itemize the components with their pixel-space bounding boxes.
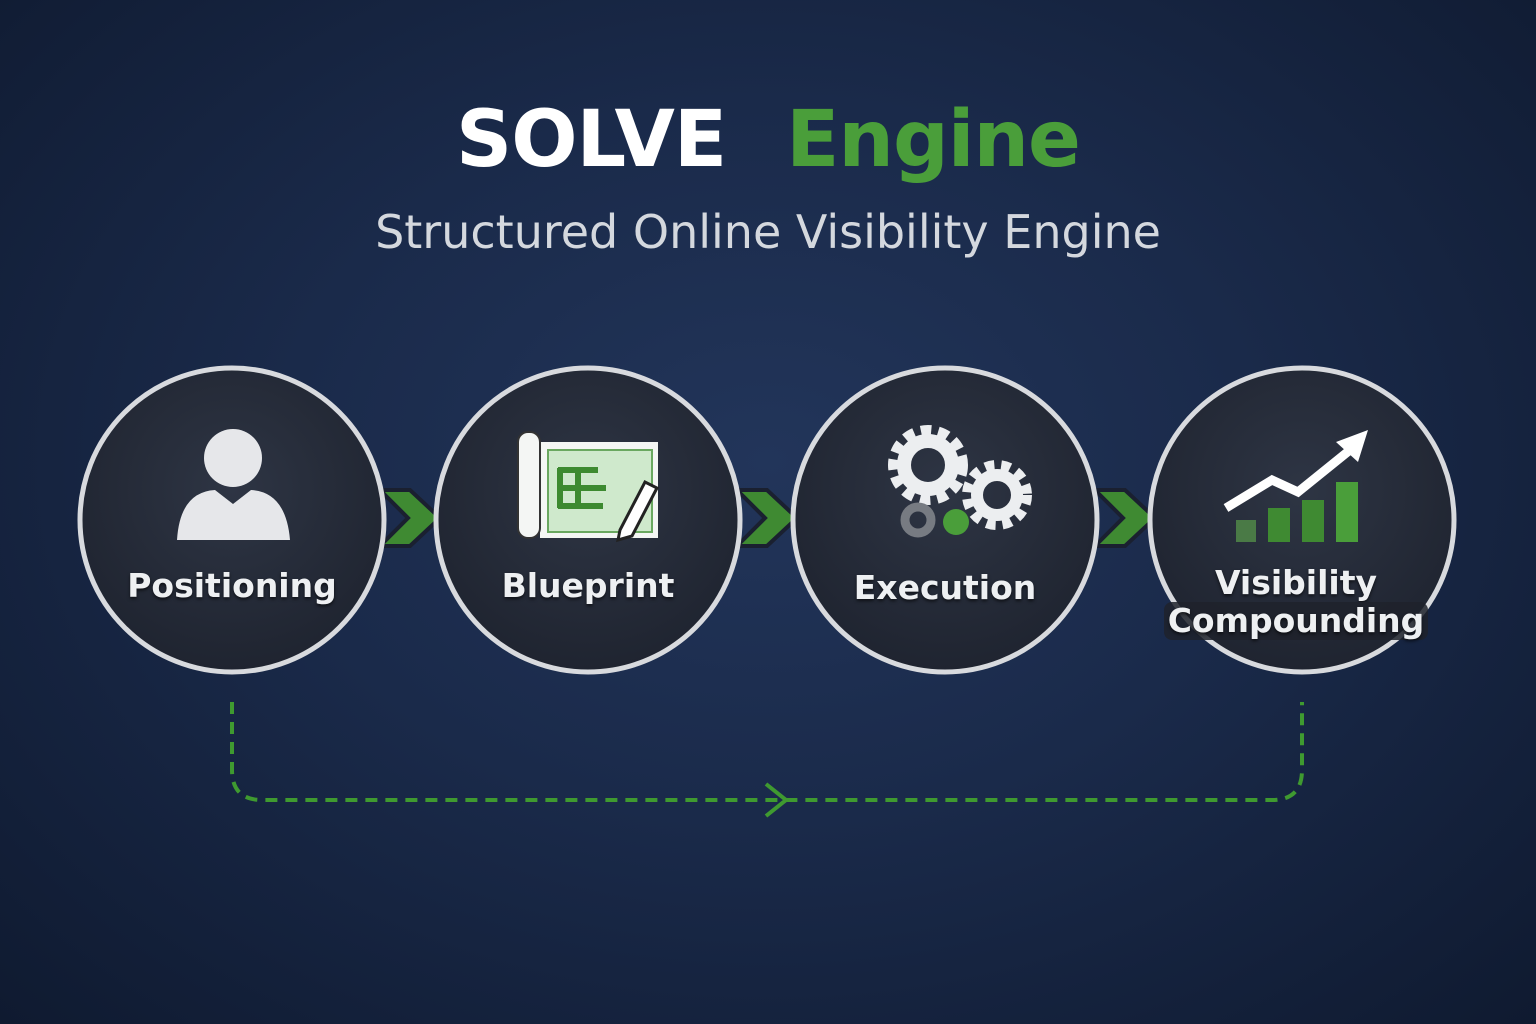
person-icon bbox=[177, 429, 290, 540]
blueprint-icon bbox=[517, 431, 660, 543]
step-label-line2: Compounding bbox=[1163, 602, 1429, 640]
chevron-arrow-icon bbox=[375, 488, 443, 548]
growth-chart-icon bbox=[1223, 430, 1368, 542]
step-label-positioning: Positioning bbox=[127, 566, 337, 605]
step-label-execution: Execution bbox=[853, 568, 1037, 607]
title-engine: Engine bbox=[786, 95, 1081, 185]
title-solve: SOLVE bbox=[456, 95, 727, 185]
chevron-arrow-icon bbox=[1090, 488, 1158, 548]
step-label-visibility: Visibility Compounding bbox=[1146, 564, 1446, 640]
chevron-arrow-icon bbox=[732, 488, 800, 548]
feedback-loop-arrow bbox=[230, 702, 1304, 818]
subtitle: Structured Online Visibility Engine bbox=[375, 205, 1161, 259]
gears-icon bbox=[888, 425, 1032, 538]
step-label-blueprint: Blueprint bbox=[501, 566, 675, 605]
step-label-line1: Visibility bbox=[1214, 563, 1378, 602]
page-title: SOLVE Engine bbox=[0, 95, 1536, 185]
